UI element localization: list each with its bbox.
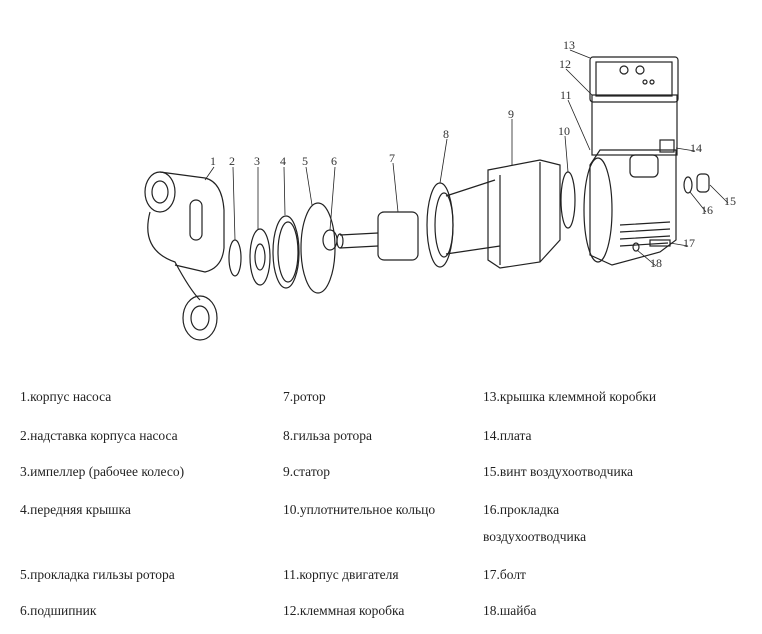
rotor-part	[336, 211, 419, 261]
o-ring-part	[560, 171, 576, 229]
exploded-pump-diagram: 1 2 3 4 5 6 7 8 9 10 11 12 13 14 15 16 1…	[144, 38, 736, 341]
legend-item: 8.гильза ротора	[283, 428, 373, 443]
air-vent-gasket-part	[683, 176, 693, 194]
stator-part	[487, 159, 561, 269]
terminal-box-cover-part	[589, 56, 679, 103]
callout-13: 13	[563, 38, 575, 52]
rotor-sleeve-gasket-part	[300, 202, 336, 294]
callout-9: 9	[508, 107, 514, 121]
pump-housing-extension-part	[228, 239, 242, 277]
air-vent-screw-part	[696, 173, 710, 193]
legend-item: 17.болт	[483, 567, 526, 582]
legend-item: 14.плата	[483, 428, 532, 443]
legend-item: 15.винт воздухоотводчика	[483, 464, 634, 479]
legend-item: 18.шайба	[483, 603, 537, 618]
legend-item-continuation: воздухоотводчика	[483, 529, 587, 544]
callout-1: 1	[210, 154, 216, 168]
callout-17: 17	[683, 236, 695, 250]
callout-7: 7	[389, 151, 395, 165]
legend-item: 6.подшипник	[20, 603, 97, 618]
legend-item: 10.уплотнительное кольцо	[283, 502, 436, 517]
callout-3: 3	[254, 154, 260, 168]
legend-item: 3.импеллер (рабочее колесо)	[20, 464, 185, 479]
callout-12: 12	[559, 57, 571, 71]
callout-6: 6	[331, 154, 337, 168]
callout-14: 14	[690, 141, 702, 155]
legend-item: 11.корпус двигателя	[283, 567, 399, 582]
callout-11: 11	[560, 88, 572, 102]
terminal-box-part	[591, 94, 678, 178]
legend-item: 16.прокладка	[483, 502, 560, 517]
legend-item: 5.прокладка гильзы ротора	[20, 567, 175, 582]
legend-item: 4.передняя крышка	[20, 502, 131, 517]
legend-item: 12.клеммная коробка	[283, 603, 405, 618]
callout-5: 5	[302, 154, 308, 168]
callout-4: 4	[280, 154, 286, 168]
callout-8: 8	[443, 127, 449, 141]
legend-item: 13.крышка клеммной коробки	[483, 389, 657, 404]
legend-item: 7.ротор	[283, 389, 326, 404]
callout-10: 10	[558, 124, 570, 138]
circuit-board-part	[659, 139, 675, 153]
callout-2: 2	[229, 154, 235, 168]
impeller-part	[249, 228, 271, 286]
front-cover-part	[272, 215, 300, 289]
callout-16: 16	[701, 203, 713, 217]
washer-part	[632, 242, 640, 252]
callout-15: 15	[724, 194, 736, 208]
rotor-sleeve-part	[426, 179, 501, 268]
legend-item: 9.статор	[283, 464, 331, 479]
legend-item: 1.корпус насоса	[20, 389, 112, 404]
legend-item: 2.надставка корпуса насоса	[20, 428, 178, 443]
callout-18: 18	[650, 256, 662, 270]
pump-housing-part	[144, 171, 225, 341]
